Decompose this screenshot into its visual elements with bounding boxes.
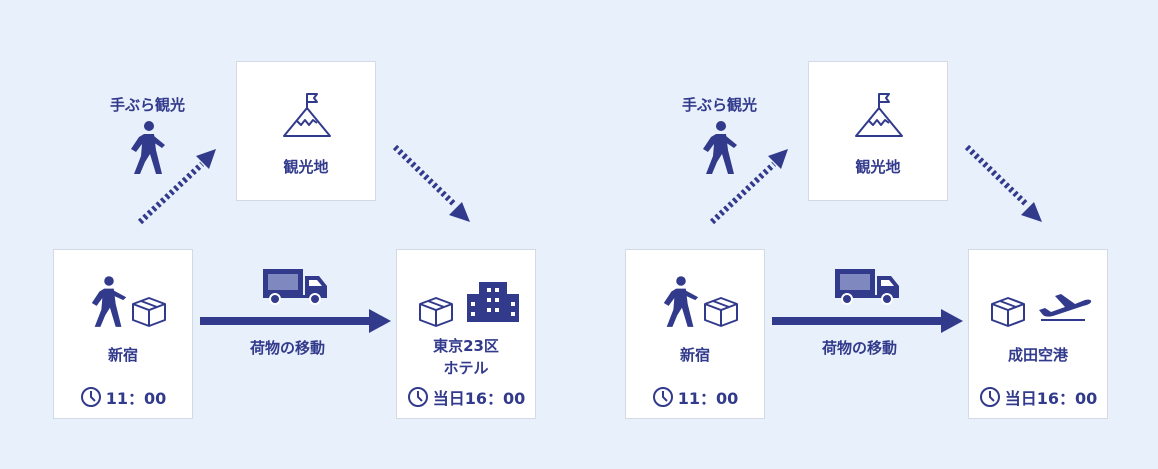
sightseeing-spot-box: 観光地 bbox=[236, 61, 376, 201]
origin-label: 新宿 bbox=[679, 346, 710, 364]
spot-label: 観光地 bbox=[283, 158, 329, 176]
dotted-arrow-down bbox=[964, 144, 1042, 222]
airplane-icon bbox=[1039, 294, 1092, 321]
destination-box: 成田空港 当日16：00 bbox=[968, 249, 1108, 419]
solid-arrow bbox=[772, 309, 963, 333]
clock-icon bbox=[407, 387, 428, 407]
walking-person-icon bbox=[703, 121, 737, 174]
package-icon bbox=[991, 297, 1025, 327]
scenario-hotel: 手ぶら観光 観光地 bbox=[0, 0, 560, 469]
building-icon bbox=[467, 282, 519, 322]
solid-arrow bbox=[200, 309, 391, 333]
clock-icon bbox=[979, 387, 1000, 407]
destination-time: 当日16：00 bbox=[397, 385, 535, 409]
destination-label-line1: 東京23区 bbox=[433, 337, 499, 355]
transport-label: 荷物の移動 bbox=[822, 339, 898, 357]
destination-time-value: 当日16：00 bbox=[1004, 389, 1098, 408]
delivery-truck-icon bbox=[263, 269, 327, 305]
dotted-arrow-up bbox=[137, 149, 216, 225]
clock-icon bbox=[80, 387, 101, 407]
walk-label: 手ぶら観光 bbox=[682, 96, 758, 114]
transport-label: 荷物の移動 bbox=[250, 339, 326, 357]
clock-icon bbox=[652, 387, 673, 407]
package-icon bbox=[419, 297, 453, 327]
mountain-flag-icon bbox=[283, 93, 331, 137]
destination-time-value: 当日16：00 bbox=[432, 389, 526, 408]
package-icon bbox=[132, 297, 166, 327]
delivery-truck-icon bbox=[835, 269, 899, 305]
destination-label-line1: 成田空港 bbox=[1007, 346, 1068, 364]
sightseeing-spot-box: 観光地 bbox=[808, 61, 948, 201]
mountain-flag-icon bbox=[855, 93, 903, 137]
scenario-airport: 手ぶら観光 観光地 bbox=[572, 0, 1132, 469]
destination-box: 東京23区 ホテル 当日16：00 bbox=[396, 249, 536, 419]
dotted-arrow-up bbox=[709, 149, 788, 225]
walking-person-icon bbox=[663, 276, 699, 327]
origin-time: 11：00 bbox=[626, 385, 764, 409]
walking-person-icon bbox=[131, 121, 165, 174]
origin-box: 新宿 11：00 bbox=[53, 249, 193, 419]
origin-time-value: 11：00 bbox=[677, 389, 739, 408]
package-icon bbox=[704, 297, 738, 327]
origin-box: 新宿 11：00 bbox=[625, 249, 765, 419]
dotted-arrow-down bbox=[392, 144, 470, 222]
origin-time-value: 11：00 bbox=[105, 389, 167, 408]
spot-label: 観光地 bbox=[855, 158, 901, 176]
destination-label-line2: ホテル bbox=[443, 359, 489, 377]
origin-label: 新宿 bbox=[107, 346, 138, 364]
destination-time: 当日16：00 bbox=[969, 385, 1107, 409]
walk-label: 手ぶら観光 bbox=[110, 96, 186, 114]
origin-time: 11：00 bbox=[54, 385, 192, 409]
walking-person-icon bbox=[91, 276, 127, 327]
